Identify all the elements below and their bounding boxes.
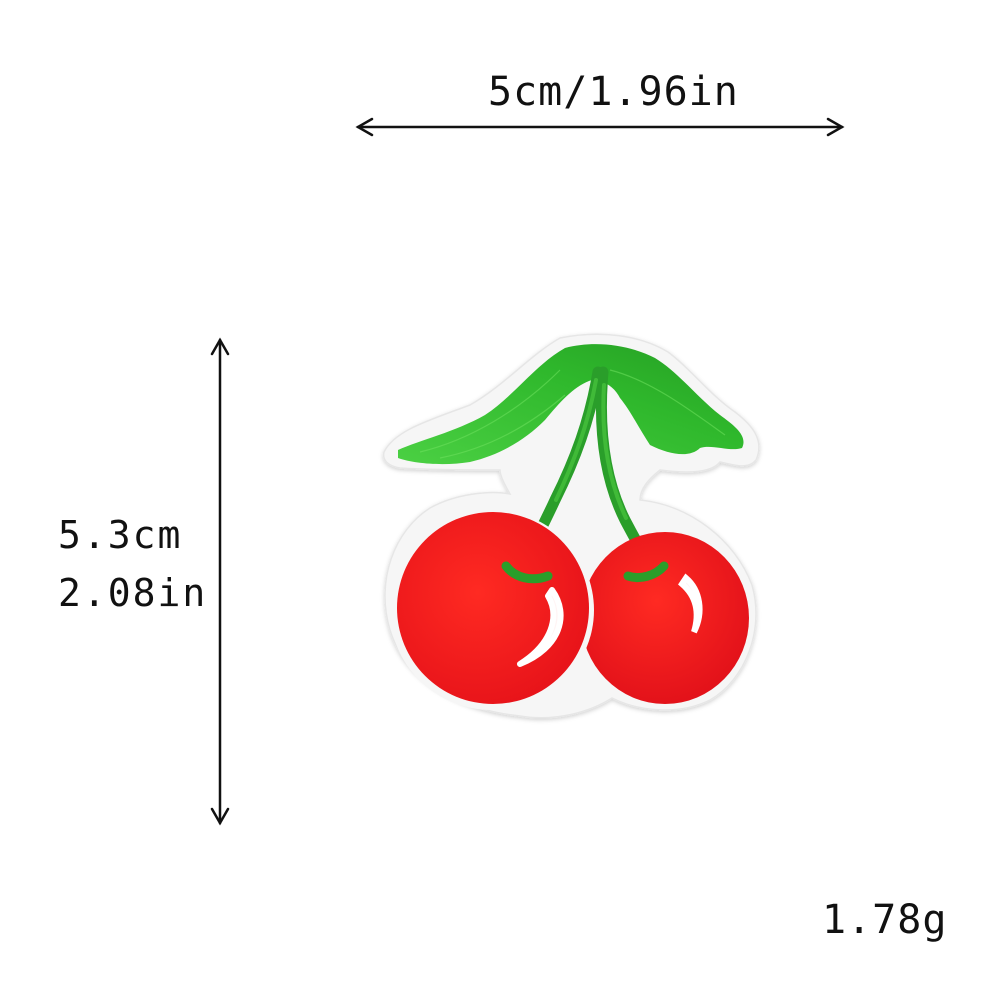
height-cm-label: 5.3cm — [58, 513, 183, 557]
width-arrow-icon — [355, 117, 845, 137]
weight-label: 1.78g — [822, 897, 948, 943]
cherry-right — [581, 532, 749, 704]
stem-tips — [501, 561, 669, 584]
height-measurement-label: 5.3cm 2.08in — [58, 516, 207, 632]
cherry-left — [390, 510, 594, 710]
leaf-stitching — [419, 369, 726, 459]
height-arrow-icon — [210, 337, 230, 826]
height-in-label: 2.08in — [58, 571, 208, 615]
width-measurement-label: 5cm/1.96in — [488, 69, 739, 115]
leaf-icon — [398, 344, 744, 465]
